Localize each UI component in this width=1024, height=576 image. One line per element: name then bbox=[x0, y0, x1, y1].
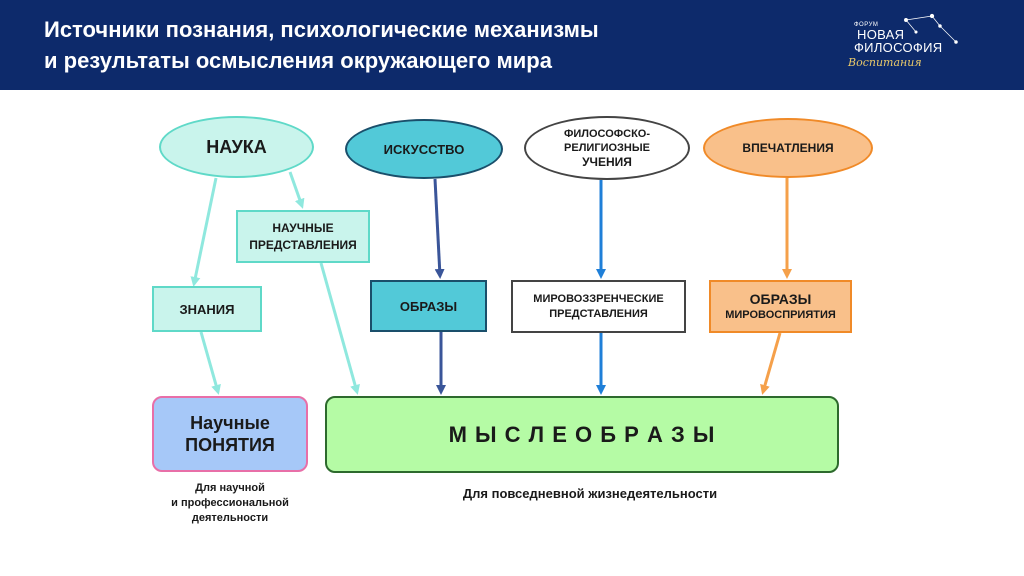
node-knowledge-label: ЗНАНИЯ bbox=[179, 301, 235, 317]
node-perception-line-2: МИРОВОСПРИЯТИЯ bbox=[725, 308, 836, 321]
caption-professional: Для научной и профессиональной деятельно… bbox=[150, 481, 310, 526]
logo-line-1: НОВАЯ bbox=[857, 27, 905, 42]
node-thought-images: М Ы С Л Е О Б Р А З Ы bbox=[325, 396, 839, 473]
node-philosophy: ФИЛОСОФСКО- РЕЛИГИОЗНЫЕ УЧЕНИЯ bbox=[524, 116, 690, 180]
forum-logo: ФОРУМ НОВАЯ ФИЛОСОФИЯ Воспитания bbox=[836, 12, 996, 78]
node-knowledge: ЗНАНИЯ bbox=[152, 286, 262, 332]
node-philosophy-line-2: РЕЛИГИОЗНЫЕ bbox=[564, 142, 650, 154]
node-art: ИСКУССТВО bbox=[345, 119, 503, 179]
node-scientific-views-line-2: ПРЕДСТАВЛЕНИЯ bbox=[249, 237, 357, 252]
node-philosophy-line-1: ФИЛОСОФСКО- bbox=[563, 128, 651, 140]
node-scientific-views: НАУЧНЫЕ ПРЕДСТАВЛЕНИЯ bbox=[236, 210, 370, 263]
node-images: ОБРАЗЫ bbox=[370, 280, 487, 332]
diagram-arrows bbox=[190, 171, 792, 395]
caption-everyday: Для повседневной жизнедеятельности bbox=[380, 486, 800, 501]
arrow-knowledge-to-concepts bbox=[199, 331, 221, 395]
node-scientific-concepts: Научные ПОНЯТИЯ bbox=[152, 396, 308, 472]
node-philosophy-line-3: УЧЕНИЯ bbox=[582, 155, 632, 169]
node-images-label: ОБРАЗЫ bbox=[399, 298, 458, 314]
node-perception-line-1: ОБРАЗЫ bbox=[749, 290, 812, 307]
header-bar: Источники познания, психологические меха… bbox=[0, 0, 1024, 90]
logo-line-2: ФИЛОСОФИЯ bbox=[854, 40, 943, 55]
logo-forum-label: ФОРУМ bbox=[854, 22, 879, 28]
arrow-perception-to-thought-images bbox=[760, 332, 782, 395]
node-worldview: МИРОВОЗЗРЕНЧЕСКИЕ ПРЕДСТАВЛЕНИЯ bbox=[511, 280, 686, 333]
node-scientific-views-line-1: НАУЧНЫЕ bbox=[272, 220, 334, 235]
constellation-icon bbox=[904, 13, 958, 44]
caption-professional-line-2: и профессиональной bbox=[171, 497, 289, 509]
slide-title: Источники познания, психологические меха… bbox=[44, 14, 744, 76]
node-science: НАУКА bbox=[159, 116, 314, 178]
title-line-2: и результаты осмысления окружающего мира bbox=[44, 48, 552, 73]
diagram: НАУКА ИСКУССТВО ФИЛОСОФСКО- РЕЛИГИОЗНЫЕ … bbox=[0, 90, 1024, 576]
node-worldview-line-1: МИРОВОЗЗРЕНЧЕСКИЕ bbox=[533, 292, 664, 305]
title-line-1: Источники познания, психологические меха… bbox=[44, 17, 599, 42]
node-thought-images-label: М Ы С Л Е О Б Р А З Ы bbox=[448, 421, 716, 447]
logo-script: Воспитания bbox=[848, 56, 922, 69]
arrow-art-to-images bbox=[433, 178, 445, 279]
node-concepts-line-2: ПОНЯТИЯ bbox=[185, 435, 275, 455]
caption-everyday-label: Для повседневной жизнедеятельности bbox=[462, 486, 718, 501]
node-art-label: ИСКУССТВО bbox=[383, 141, 465, 157]
node-worldview-line-2: ПРЕДСТАВЛЕНИЯ bbox=[549, 307, 648, 320]
arrow-science-to-views bbox=[288, 171, 305, 209]
node-impressions-label: ВПЕЧАТЛЕНИЯ bbox=[742, 141, 834, 155]
node-perception: ОБРАЗЫ МИРОВОСПРИЯТИЯ bbox=[709, 280, 852, 333]
node-impressions: ВПЕЧАТЛЕНИЯ bbox=[703, 118, 873, 178]
arrow-science-to-knowledge bbox=[190, 177, 218, 287]
node-concepts-line-1: Научные bbox=[190, 413, 270, 433]
caption-professional-line-1: Для научной bbox=[195, 482, 265, 494]
arrow-views-to-thought-images bbox=[319, 262, 360, 395]
node-science-label: НАУКА bbox=[206, 136, 267, 157]
caption-professional-line-3: деятельности bbox=[191, 512, 269, 524]
